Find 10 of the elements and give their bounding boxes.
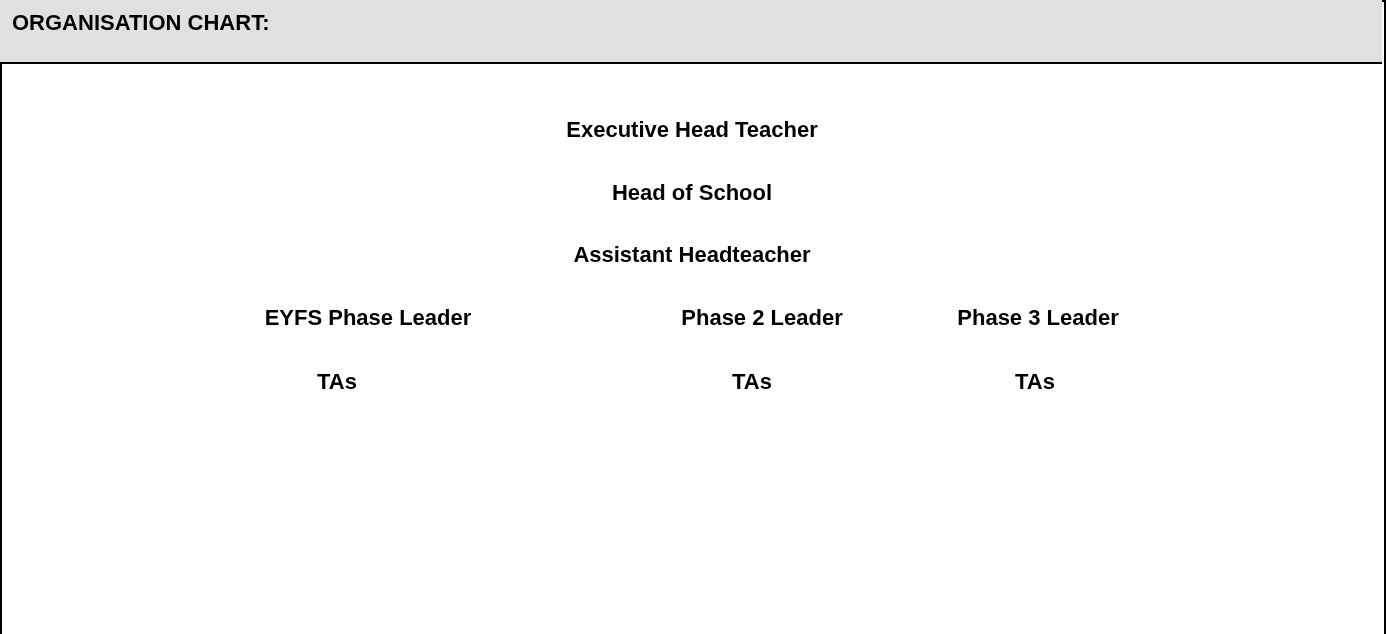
chart-title: ORGANISATION CHART: (12, 10, 270, 36)
role-label: EYFS Phase Leader (264, 305, 472, 331)
role-label: TAs (317, 369, 357, 395)
role-label: TAs (732, 369, 772, 395)
role-label: Head of School (611, 180, 773, 206)
role-label: Phase 3 Leader (957, 305, 1119, 331)
role-label: Assistant Headteacher (573, 242, 811, 268)
role-label: TAs (1015, 369, 1055, 395)
role-label: Phase 2 Leader (681, 305, 843, 331)
role-label: Executive Head Teacher (566, 117, 818, 143)
